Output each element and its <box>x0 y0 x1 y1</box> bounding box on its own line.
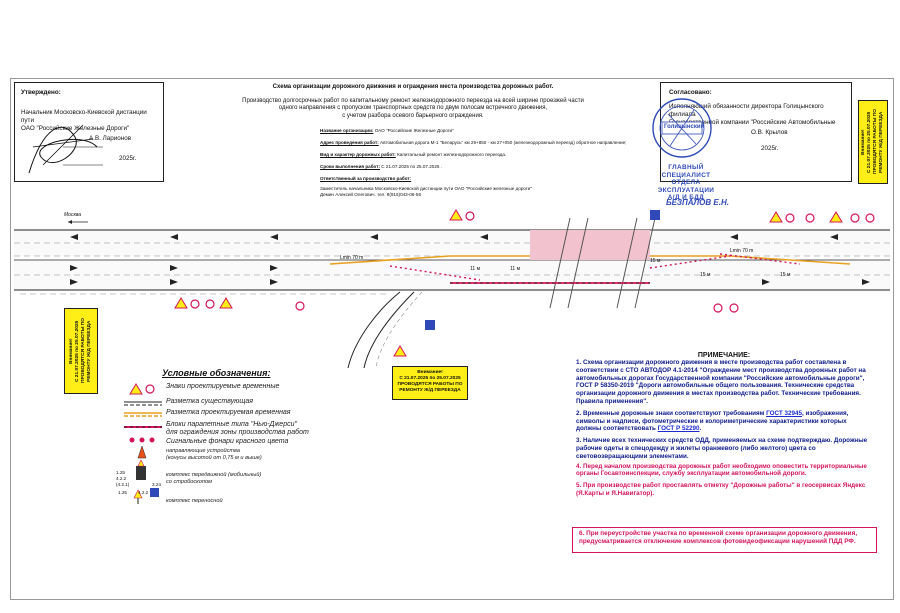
distance-label-5: 15 м <box>780 272 791 278</box>
notes-title: ПРИМЕЧАНИЕ: <box>697 352 751 359</box>
round-stamp <box>652 98 712 158</box>
yellow-center-attention: Внимание! <box>417 370 443 375</box>
legend-item-mobile-complex-2: со стробоскопом <box>166 479 212 485</box>
legend-item-portable-complex: комплекс переносной <box>166 498 223 504</box>
legend-item-barrier-blocks-2: для ограждения зоны производства работ <box>166 429 309 436</box>
info-type-label: Вид и характер дорожных работ: <box>320 152 396 157</box>
page-title: Схема организации дорожного движения и о… <box>272 84 554 90</box>
legend-item-barrier-blocks: Блоки парапетные типа "Нью-Джерси" <box>166 421 297 428</box>
gost-52290-link[interactable]: ГОСТ Р 52290 <box>657 425 700 433</box>
legend-item-temporary-marking: Разметка проектируемая временная <box>166 409 291 416</box>
approval-left-block: Утверждено: Начальник Московско-Киевской… <box>14 82 164 182</box>
length-label-2: Lmin 70 m <box>730 248 754 254</box>
distance-label-2: 11 м <box>510 266 521 272</box>
note-2-text-b: , изображения, символы и надписи, фотоме… <box>576 409 849 433</box>
yellow-right-text: ПРОВОДЯТСЯ РАБОТЫ ПО РЕМОНТУ Ж/Д ПЕРЕЕЗД… <box>873 109 884 175</box>
legend-symbols <box>124 383 162 504</box>
round-stamp-text: Голицынский <box>664 124 705 130</box>
note-2-text-a: 2. Временные дорожные знаки соответствую… <box>576 409 765 417</box>
legend-item-signs: Знаки проектируемые временные <box>166 383 280 390</box>
gost-32945-link[interactable]: ГОСТ 32945 <box>766 409 802 417</box>
yellow-info-sign-center: Внимание! С 21.07.2025 по 25.07.2025 ПРО… <box>392 366 468 400</box>
sign-code-4: 3.24 <box>152 482 161 487</box>
legend-item-existing-marking: Разметка существующая <box>166 398 254 405</box>
legend-title: Условные обозначения: <box>162 368 271 378</box>
distance-label-4: 15 м <box>700 272 711 278</box>
info-resp-label: Ответственный за производство работ: <box>320 176 412 181</box>
sign-code-6: 4.2.2 <box>138 490 149 495</box>
info-address-label: Адрес проведения работ: <box>320 140 379 145</box>
handwritten-signature-left <box>28 124 103 174</box>
yellow-center-text: ПРОВОДЯТСЯ РАБОТЫ ПО РЕМОНТУ Ж/Д ПЕРЕЕЗД… <box>397 382 463 393</box>
info-address-value: Автомобильная дорога М-1 "Беларусь" км 2… <box>380 140 627 145</box>
yellow-info-sign-left: Внимание! С 21.07.2025 по 25.07.2025 ПРО… <box>64 308 98 394</box>
sign-code-3: (4.2.1) <box>116 482 130 487</box>
header-desc-1: Производство долгосрочных работ по капит… <box>242 97 584 104</box>
info-dates-value: С 21.07.2025 по 25.07.2025 . <box>381 164 443 169</box>
legend-sign-codes: 1.25 4.2.2 (4.2.1) <box>116 470 129 488</box>
yellow-center-dates: С 21.07.2025 по 25.07.2025 <box>399 376 461 381</box>
length-label-1: Lmin 70 m <box>340 255 364 261</box>
dept-stamp-line1: ГЛАВНЫЙ СПЕЦИАЛИСТ <box>661 164 711 179</box>
legend-item-cones-2: (конусы высотой от 0,75 м и выше) <box>166 455 262 461</box>
legend-item-cones: направляющие устройства <box>166 448 240 454</box>
approval-left-line1: Начальник Московско-Киевской дистанции п… <box>21 109 147 124</box>
dept-stamp-line3: А/Д И БДД <box>667 194 705 201</box>
info-org-value: ОАО "Российские Железные Дороги" <box>374 128 454 133</box>
legend-item-red-lights: Сигнальные фонари красного цвета <box>166 438 289 445</box>
yellow-info-sign-right: Внимание! С 21.07.2025 по 25.07.2025 ПРО… <box>858 100 888 184</box>
work-zone-area <box>530 230 650 260</box>
header-block: Схема организации дорожного движения и о… <box>178 84 648 120</box>
dept-stamp-line2: ОТДЕЛА ЭКСПЛУАТАЦИИ <box>657 179 715 194</box>
department-stamp: ГЛАВНЫЙ СПЕЦИАЛИСТ ОТДЕЛА ЭКСПЛУАТАЦИИ А… <box>648 164 724 202</box>
info-resp-value1: Заместитель начальника Московско-Киевско… <box>320 186 532 191</box>
note-4: 4. Перед началом производства дорожных р… <box>576 462 867 478</box>
approval-left-title: Утверждено: <box>21 89 61 96</box>
approval-left-line2: ОАО "Российские Железные Дороги" <box>21 125 130 132</box>
header-desc-3: с учетом разбора осевого барьерного огра… <box>342 112 484 119</box>
temporary-sign-cluster-bottom <box>174 297 739 357</box>
direction-label: Москва <box>64 212 82 218</box>
note-1: 1. Схема организации дорожного движения … <box>576 359 866 405</box>
note-3: 3. Наличие всех технических средств ОДД,… <box>576 437 868 460</box>
info-block: Название организации: ОАО "Российские Же… <box>320 128 640 198</box>
sign-code-1: 1.25 <box>116 470 125 475</box>
legend-item-mobile-complex: комплекс передвижной (мобильный) <box>166 472 262 478</box>
approval-right-title: Согласовано: <box>669 89 712 96</box>
sign-code-2: 4.2.2 <box>116 476 127 481</box>
approval-right-signer: О.В. Крылов <box>751 129 788 136</box>
approval-right-year: 2025г. <box>761 145 779 152</box>
note-2-text-c: . <box>699 425 702 433</box>
info-dates-label: Сроки выполнения работ: <box>320 164 381 169</box>
road-plan <box>14 209 890 368</box>
yellow-left-text: ПРОВОДЯТСЯ РАБОТЫ ПО РЕМОНТУ Ж/Д ПЕРЕЕЗД… <box>81 318 92 384</box>
temporary-sign-cluster-top <box>449 209 875 223</box>
distance-label-3: 15 м <box>650 258 661 264</box>
sign-code-5: 1.25 <box>118 490 127 495</box>
distance-label-1: 11 м <box>470 266 481 272</box>
dept-stamp-name: БЕЗПАЛОВ Е.Н. <box>666 198 729 207</box>
approval-left-signer: А.В. Ларионов <box>89 135 132 142</box>
info-type-value: Капитальный ремонт железнодорожного пере… <box>397 152 507 157</box>
drawing-sheet <box>10 78 894 600</box>
approval-right-line1: Исполняющий обязанности директора Голицы… <box>669 103 824 118</box>
note-2: 2. Временные дорожные знаки соответствую… <box>576 410 872 433</box>
approval-left-year: 2025г. <box>119 155 137 162</box>
info-resp-value2: Демин Алексей Олегович. тел. 8(915)043-0… <box>320 192 422 197</box>
note-6: 6. При переустройстве участка по временн… <box>579 530 858 545</box>
notes-block: ПРИМЕЧАНИЕ: 1. Схема организации дорожно… <box>576 352 872 502</box>
info-org-label: Название организации: <box>320 128 374 133</box>
note-6-box: 6. При переустройстве участка по временн… <box>572 527 877 553</box>
note-5: 5. При производстве работ проставлять от… <box>576 482 866 497</box>
header-desc-2: одного направления с пропуском транспорт… <box>278 105 548 111</box>
